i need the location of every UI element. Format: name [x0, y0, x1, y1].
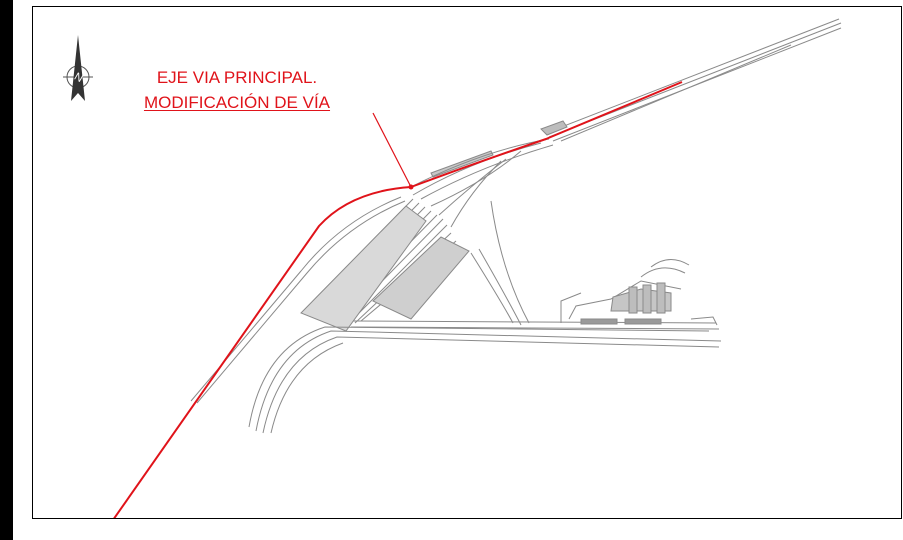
- main-track-axis: [113, 81, 683, 518]
- axis-callout-label: EJE VIA PRINCIPAL. MODIFICACIÓN DE VÍA: [121, 65, 353, 115]
- callout-line-2: MODIFICACIÓN DE VÍA: [143, 93, 331, 112]
- callout-line-1: EJE VIA PRINCIPAL.: [156, 68, 318, 87]
- sheet-left-border: [0, 0, 13, 540]
- site-plan-drawing: N: [63, 18, 842, 518]
- north-arrow-icon: N: [63, 35, 93, 101]
- track-layout: [190, 18, 842, 434]
- drawing-frame: N: [32, 6, 902, 519]
- callout-leader: [372, 112, 412, 188]
